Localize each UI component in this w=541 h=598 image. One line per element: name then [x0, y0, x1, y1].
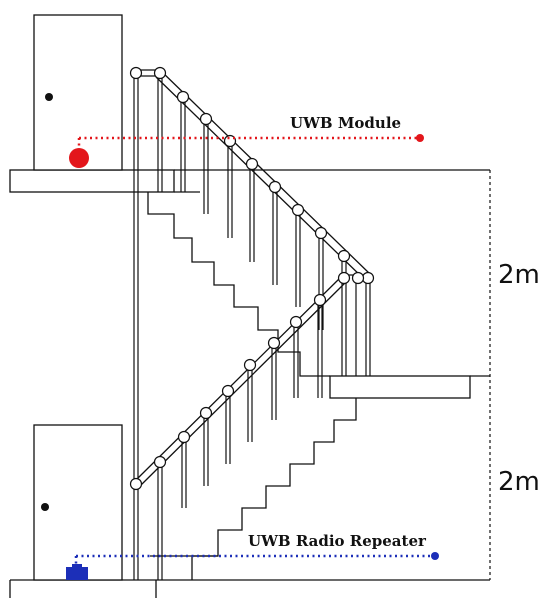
- lower-door: [33, 424, 123, 581]
- lower-flight-steps: [191, 398, 357, 580]
- uwb-repeater-label: UWB Radio Repeater: [248, 532, 427, 550]
- repeater-endpoint-dot: [431, 552, 439, 560]
- upper-balusters: [133, 73, 371, 580]
- upper-door: [33, 14, 123, 171]
- uwb-repeater-icon: [66, 564, 88, 580]
- handrail-knobs: [129, 66, 375, 491]
- upper-door-knob: [45, 93, 53, 101]
- lower-balusters: [157, 278, 357, 580]
- lower-door-knob: [41, 503, 49, 511]
- upper-flight-steps: [147, 192, 330, 377]
- module-endpoint-dot: [416, 134, 424, 142]
- lower-floor: [9, 579, 490, 598]
- height-label-upper: 2m: [498, 260, 540, 290]
- mid-landing: [329, 375, 490, 399]
- uwb-module-label: UWB Module: [290, 114, 401, 132]
- uwb-module-icon: [69, 148, 89, 168]
- height-label-lower: 2m: [498, 467, 540, 497]
